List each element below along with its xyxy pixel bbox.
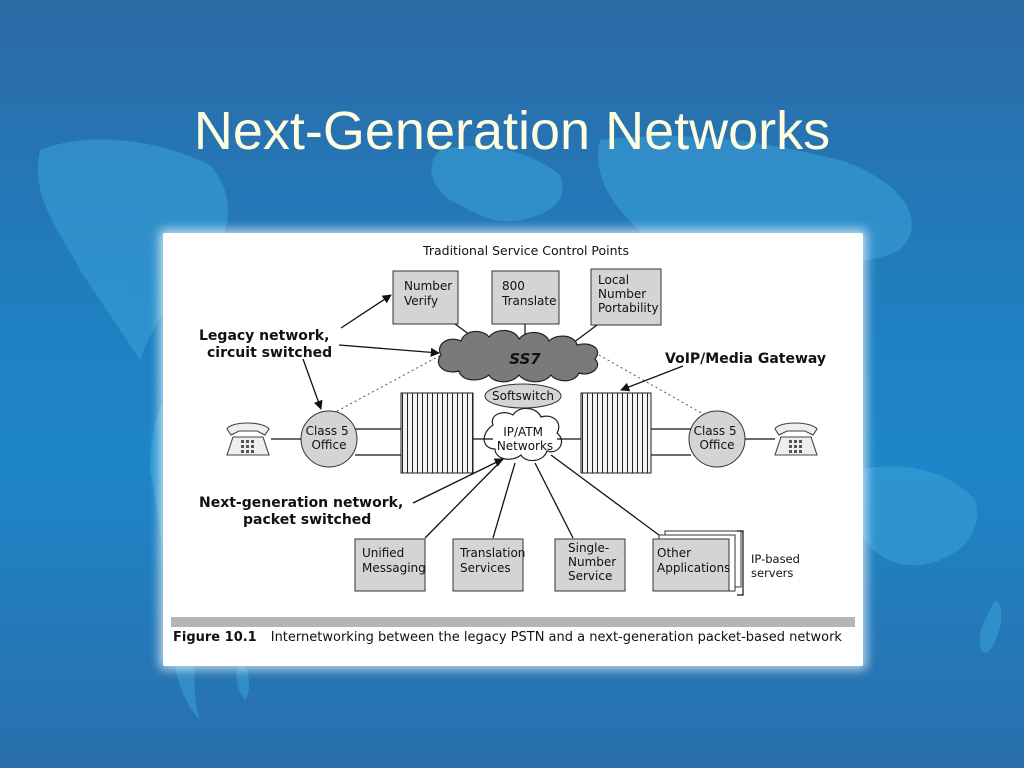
network-diagram: Traditional Service Control Points Numbe…: [199, 243, 826, 596]
nextgen-callout: Next-generation network, packet switched: [199, 495, 408, 528]
ip-based-label: IP-based servers: [751, 552, 804, 580]
other-applications-label: Other Applications: [657, 546, 730, 575]
media-gateway-right: [580, 392, 652, 474]
media-gateway-left: [400, 392, 474, 474]
figure-caption: Figure 10.1 Internetworking between the l…: [173, 630, 857, 645]
figure: Traditional Service Control Points Numbe…: [163, 233, 863, 666]
number-verify-box: [392, 270, 459, 325]
class5-office-right-label: Class 5 Office: [694, 424, 741, 452]
scp-header: Traditional Service Control Points: [422, 243, 629, 258]
translation-services-label: Translation Services: [459, 546, 529, 575]
single-number-service-label: Single- Number Service: [568, 541, 620, 583]
number-verify-label: Number Verify: [404, 279, 456, 308]
ss7-cloud: [437, 329, 599, 383]
telephone-icon-right: [774, 422, 818, 456]
slide-title: Next-Generation Networks: [193, 101, 831, 161]
unified-messaging-label: Unified Messaging: [362, 546, 426, 575]
local-number-portability-box: [590, 268, 662, 326]
voip-callout: VoIP/Media Gateway: [665, 351, 826, 367]
telephone-icon-left: [226, 422, 270, 456]
caption-bar: [171, 617, 855, 627]
caption-number: Figure 10.1: [173, 630, 257, 645]
translate-800-box: [491, 270, 560, 325]
ip-atm-label: IP/ATM Networks: [497, 425, 553, 453]
unified-messaging-box: [354, 538, 426, 592]
ss7-label: SS7: [509, 350, 541, 368]
caption-text: Internetworking between the legacy PSTN …: [270, 630, 842, 645]
legacy-callout: Legacy network, circuit switched: [199, 328, 334, 361]
local-number-portability-label: Local Number Portability: [598, 273, 659, 315]
ip-atm-cloud: [483, 407, 562, 462]
translate-800-label: 800 Translate: [501, 279, 557, 308]
ip-based-bracket: [737, 530, 744, 596]
single-number-service-box: [554, 538, 626, 592]
softswitch-label: Softswitch: [492, 389, 554, 403]
other-applications-box: [652, 538, 730, 592]
class5-office-left-label: Class 5 Office: [306, 424, 353, 452]
translation-services-box: [452, 538, 524, 592]
